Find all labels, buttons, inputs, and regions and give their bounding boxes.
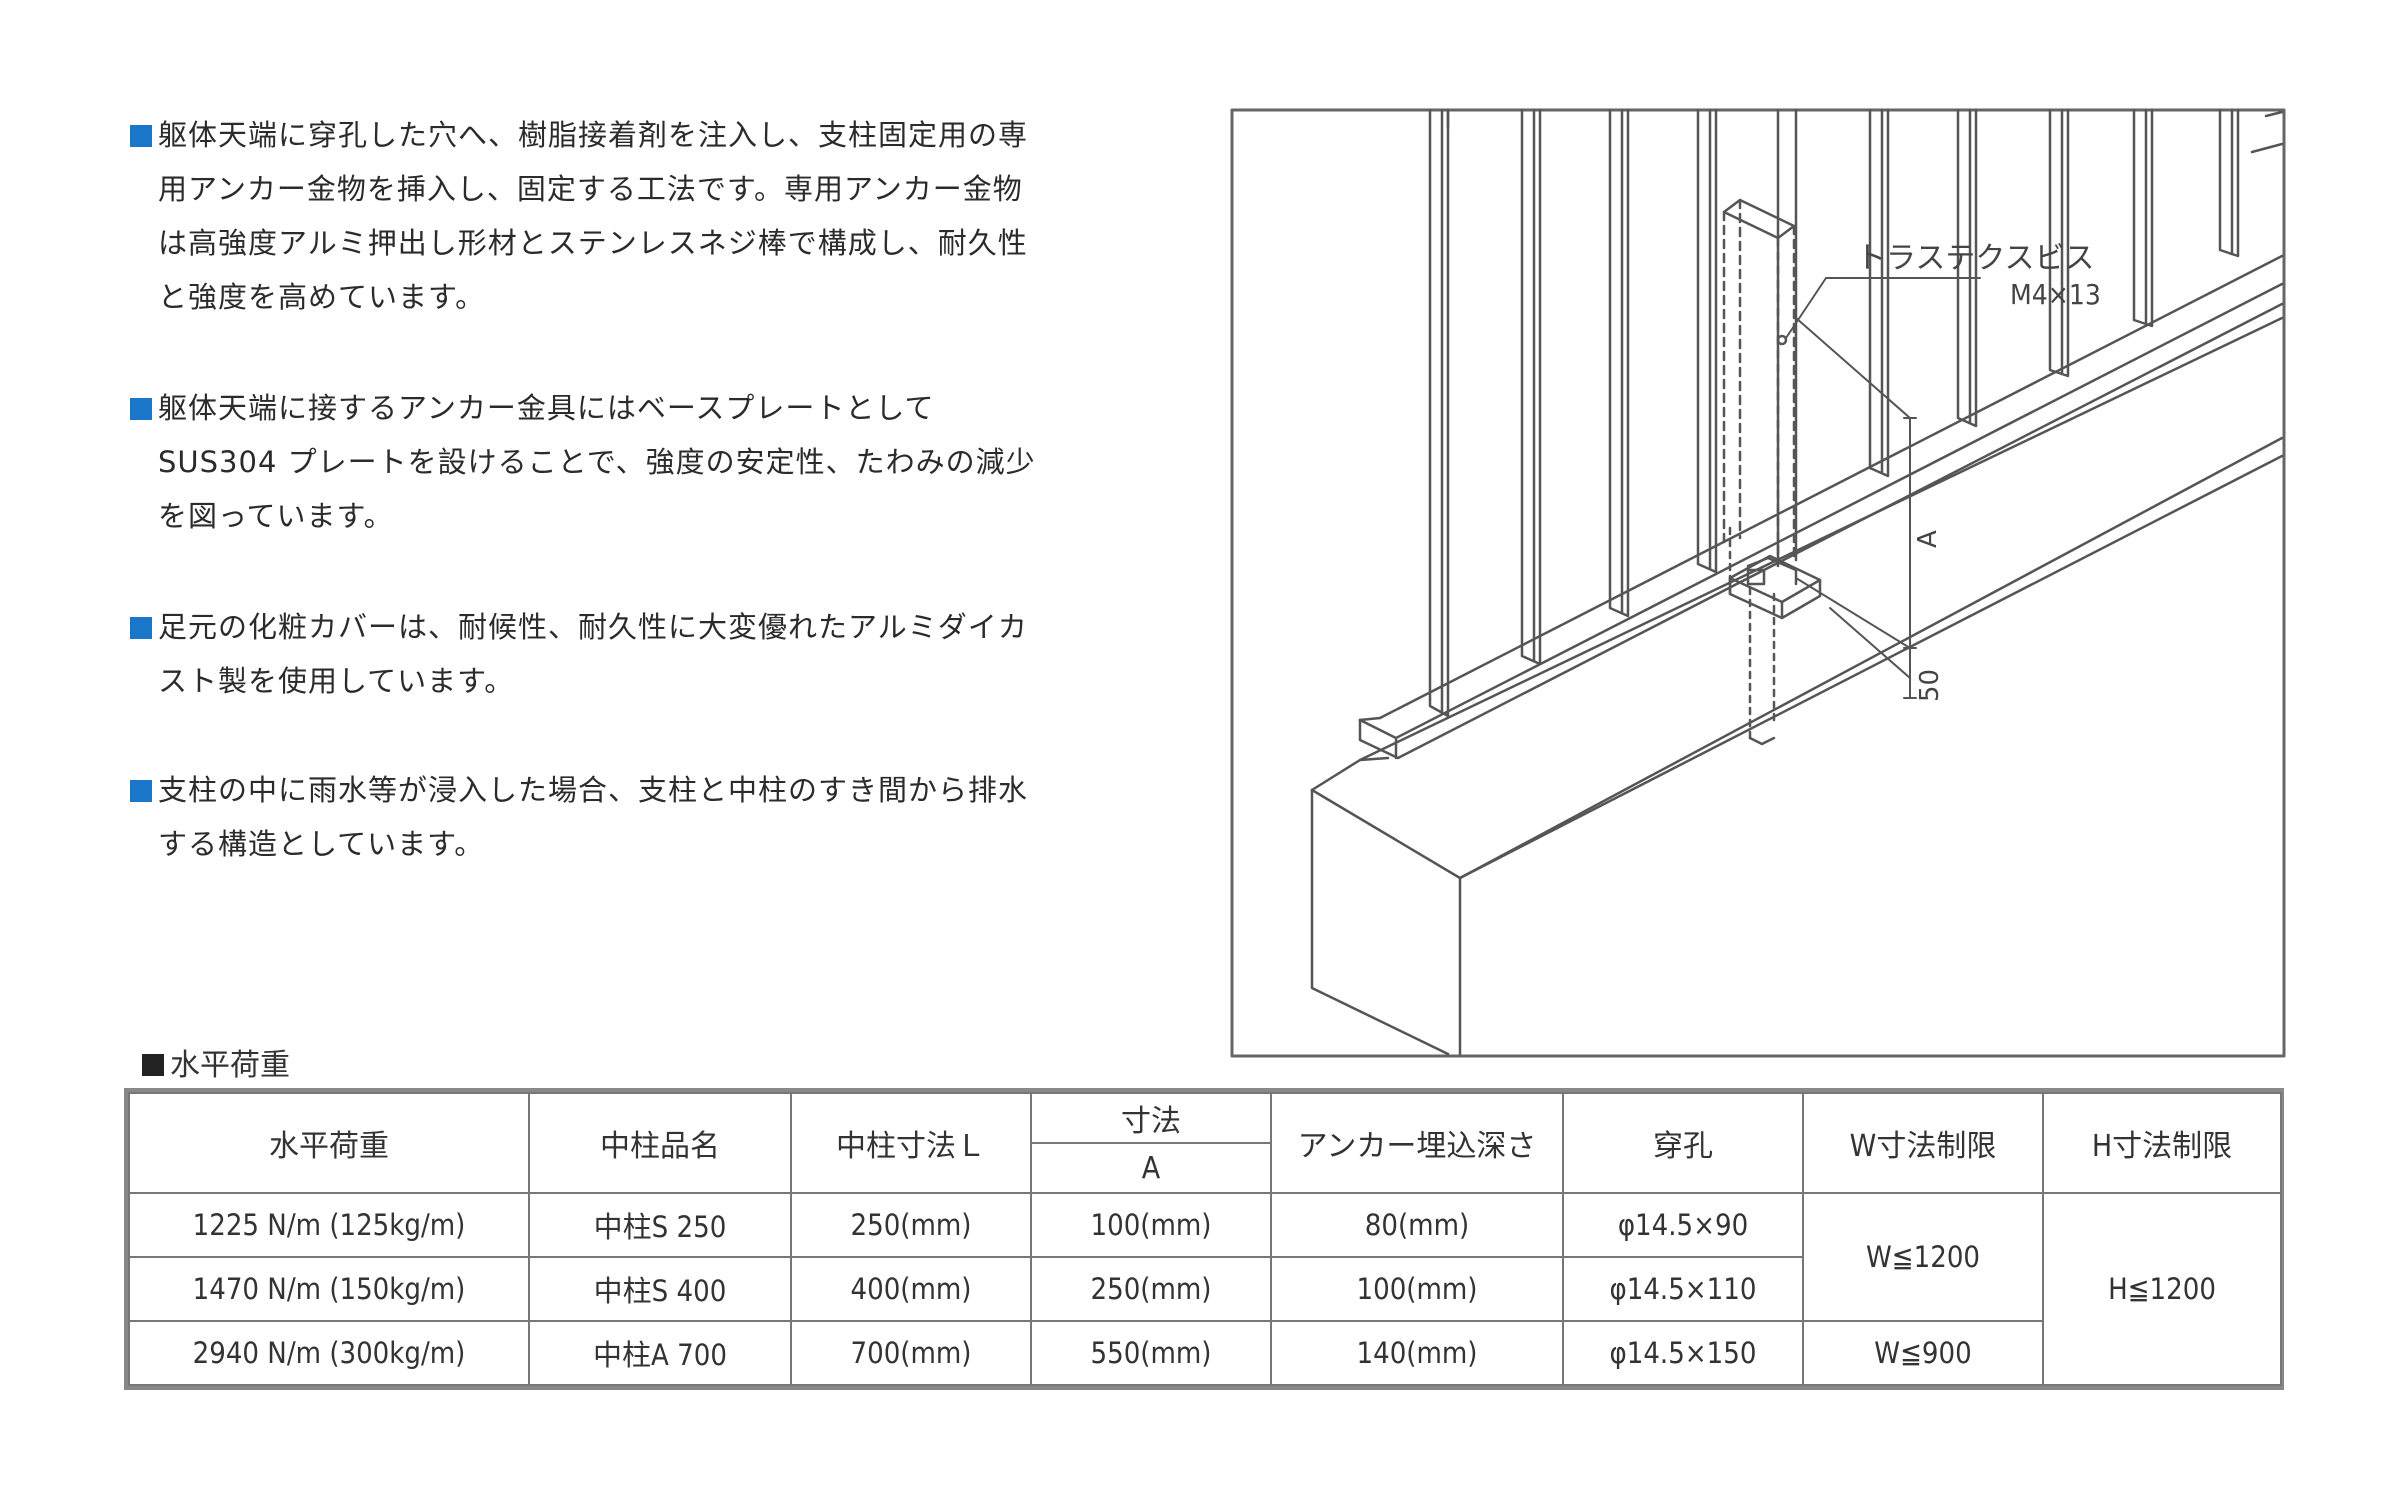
header-dimension-a: A (1030, 1142, 1272, 1194)
cell-h-limit: H≦1200 (2042, 1192, 2282, 1386)
dimension-a-label: A (1913, 530, 1943, 548)
cell-dim-a: 250(mm) (1030, 1256, 1272, 1322)
top-rail (1446, 108, 2284, 154)
header-h-limit: H寸法制限 (2042, 1092, 2282, 1194)
paragraph-line: 支柱の中に雨水等が浸入した場合、支柱と中柱のすき間から排水 (130, 763, 1090, 817)
cell-w-limit: W≦1200 (1802, 1192, 2044, 1322)
table-caption: 水平荷重 (142, 1040, 290, 1084)
paragraph-line: 躯体天端に接するアンカー金具にはベースプレートとして (130, 381, 1090, 435)
horizontal-load-table: 水平荷重 中柱品名 中柱寸法Ｌ 寸法 アンカー埋込深さ 穿孔 W寸法制限 H寸法… (124, 1088, 2284, 1390)
header-dimension: 寸法 (1030, 1092, 1272, 1144)
header-anchor-depth: アンカー埋込深さ (1270, 1092, 1564, 1194)
screw-label: トラステクスビス (1856, 241, 2095, 276)
header-w-limit: W寸法制限 (1802, 1092, 2044, 1194)
cell-dim-a: 550(mm) (1030, 1320, 1272, 1386)
concrete-wall (1310, 316, 2284, 1056)
cell-dim-a: 100(mm) (1030, 1192, 1272, 1258)
balusters (1428, 108, 2240, 718)
cell-post-name: 中柱A 700 (528, 1320, 792, 1386)
cell-post-length: 700(mm) (790, 1320, 1032, 1386)
cell-post-name: 中柱S 400 (528, 1256, 792, 1322)
bottom-rail (1358, 254, 2284, 760)
bullet-square-icon (130, 780, 152, 802)
paragraph-line: と強度を高めています。 (158, 280, 486, 314)
center-post (1722, 108, 1798, 568)
header-load: 水平荷重 (128, 1092, 530, 1194)
paragraph-line: 躯体天端に穿孔した穴へ、樹脂接着剤を注入し、支柱固定用の専 (130, 108, 1090, 162)
cell-load: 1225 N/m (125kg/m) (128, 1192, 530, 1258)
cell-w-limit: W≦900 (1802, 1320, 2044, 1386)
header-post-name: 中柱品名 (528, 1092, 792, 1194)
drawing-frame (1230, 108, 2286, 1058)
paragraph-line: を図っています。 (158, 499, 394, 533)
bullet-square-icon (130, 617, 152, 639)
description-paragraph-1: 躯体天端に穿孔した穴へ、樹脂接着剤を注入し、支柱固定用の専 用アンカー金物を挿入… (130, 108, 1090, 324)
cell-hole: φ14.5×150 (1562, 1320, 1804, 1386)
cell-hole: φ14.5×90 (1562, 1192, 1804, 1258)
cell-post-name: 中柱S 250 (528, 1192, 792, 1258)
anchor-base (1728, 526, 1822, 746)
cell-hole: φ14.5×110 (1562, 1256, 1804, 1322)
table-row: 1225 N/m (125kg/m) 中柱S 250 250(mm) 100(m… (128, 1192, 2282, 1386)
header-post-length: 中柱寸法Ｌ (790, 1092, 1032, 1194)
description-paragraph-3: 足元の化粧カバーは、耐候性、耐久性に大変優れたアルミダイカ スト製を使用していま… (130, 600, 1090, 708)
cell-anchor-depth: 80(mm) (1270, 1192, 1564, 1258)
cell-post-length: 400(mm) (790, 1256, 1032, 1322)
paragraph-line: SUS304 プレートを設けることで、強度の安定性、たわみの減少 (158, 445, 1036, 479)
dimension-lines (1785, 277, 1981, 699)
description-paragraph-4: 支柱の中に雨水等が浸入した場合、支柱と中柱のすき間から排水 する構造としています… (130, 763, 1090, 871)
table-row: 2940 N/m (300kg/m) 中柱A 700 700(mm) 550(m… (128, 1320, 2281, 1386)
cell-load: 2940 N/m (300kg/m) (128, 1320, 530, 1386)
cell-post-length: 250(mm) (790, 1192, 1032, 1258)
dimension-50-label: 50 (1915, 669, 1945, 702)
description-paragraph-2: 躯体天端に接するアンカー金具にはベースプレートとして SUS304 プレートを設… (130, 381, 1090, 543)
paragraph-line: 用アンカー金物を挿入し、固定する工法です。専用アンカー金物 (158, 172, 1023, 206)
paragraph-line: スト製を使用しています。 (158, 664, 515, 698)
bullet-square-icon (130, 125, 152, 147)
paragraph-line: は高強度アルミ押出し形材とステンレスネジ棒で構成し、耐久性 (158, 226, 1028, 260)
cell-load: 1470 N/m (150kg/m) (128, 1256, 530, 1322)
bullet-square-icon (130, 398, 152, 420)
cell-anchor-depth: 100(mm) (1270, 1256, 1564, 1322)
table-row: 1470 N/m (150kg/m) 中柱S 400 400(mm) 250(m… (128, 1256, 2281, 1322)
paragraph-line: する構造としています。 (158, 827, 485, 861)
paragraph-line: 足元の化粧カバーは、耐候性、耐久性に大変優れたアルミダイカ (130, 600, 1090, 654)
cell-anchor-depth: 140(mm) (1270, 1320, 1564, 1386)
anchor-installation-drawing: トラステクスビス M4×13 A 50 (1230, 108, 2286, 1058)
header-hole: 穿孔 (1562, 1092, 1804, 1194)
caption-square-icon (142, 1054, 164, 1076)
screw-size-label: M4×13 (2010, 278, 2101, 311)
